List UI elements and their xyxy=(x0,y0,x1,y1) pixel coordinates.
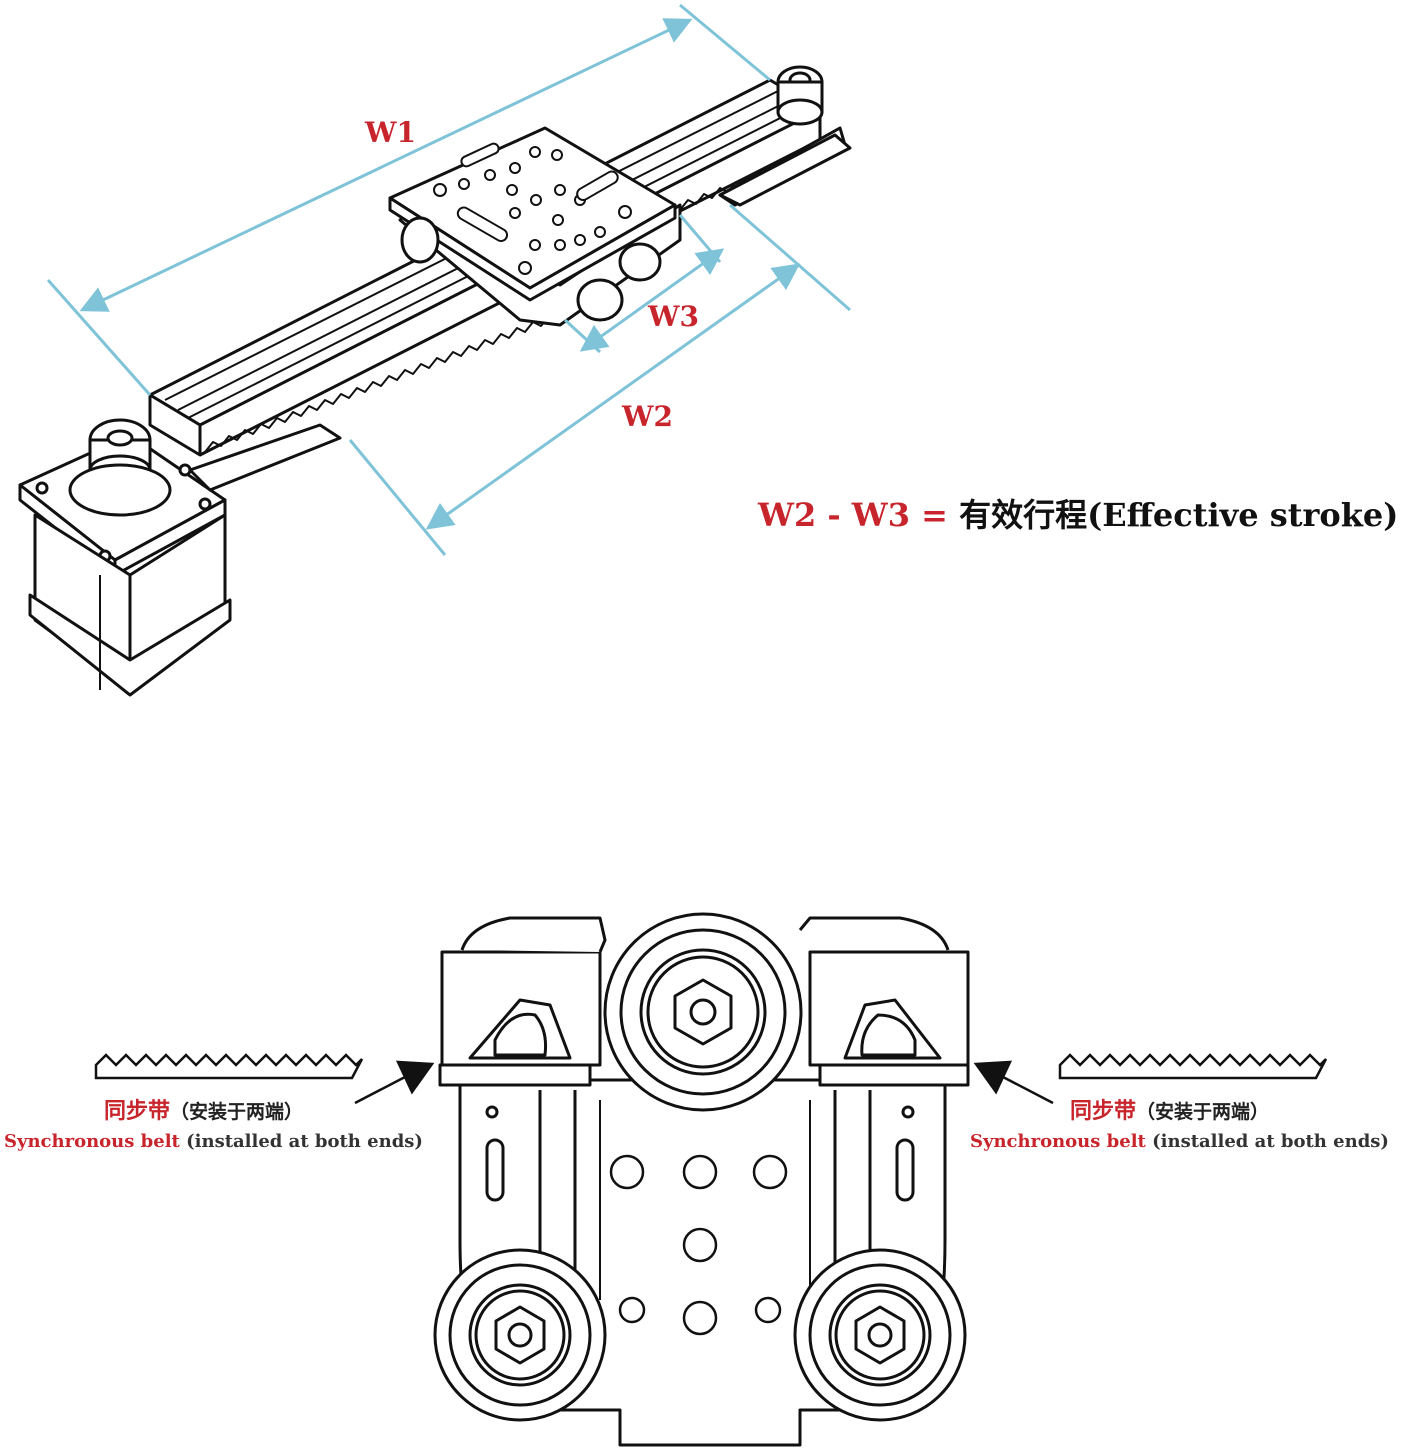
slide-rail-assembly xyxy=(18,65,852,697)
formula-minus: - xyxy=(816,496,852,534)
left-belt-en: Synchronous belt xyxy=(4,1131,180,1152)
formula-result-en: (Effective stroke) xyxy=(1087,496,1399,534)
w3-label: W3 xyxy=(647,300,699,333)
w1-dimension-arrow xyxy=(79,18,693,312)
carriage-wheel xyxy=(400,216,440,264)
w2-label: W2 xyxy=(621,400,673,433)
formula-equals: = xyxy=(909,496,960,534)
right-belt-zh-note: （安装于两端） xyxy=(1136,1101,1270,1123)
pointer-arrows xyxy=(354,1060,1054,1105)
left-slot xyxy=(485,1138,505,1202)
dimension-lines xyxy=(46,3,851,556)
formula-result-zh: 有效行程 xyxy=(959,496,1088,534)
right-arrow-head xyxy=(973,1060,1013,1095)
left-arrow-head xyxy=(395,1060,435,1095)
right-belt-zh: 同步带 xyxy=(1070,1098,1137,1124)
w3-dimension-arrow xyxy=(579,248,725,352)
bottom-left-wheel xyxy=(433,1248,607,1422)
right-belt-label: 同步带（安装于两端） Synchronous belt (installed a… xyxy=(970,1093,1389,1152)
effective-stroke-formula: W2 - W3 = 有效行程(Effective stroke) xyxy=(758,490,1398,536)
left-belt-label: 同步带（安装于两端） Synchronous belt (installed a… xyxy=(4,1093,423,1152)
mounting-holes xyxy=(609,1154,788,1336)
w1-label: W1 xyxy=(364,116,416,149)
w2-dimension-arrow xyxy=(425,263,801,530)
bottom-right-wheel xyxy=(793,1248,967,1422)
right-belt-en: Synchronous belt xyxy=(970,1131,1146,1152)
right-slot xyxy=(895,1138,915,1202)
left-belt-zh: 同步带 xyxy=(104,1098,171,1124)
formula-w2: W2 xyxy=(758,496,817,534)
left-belt-strip xyxy=(94,1053,364,1080)
right-belt-strip xyxy=(1058,1053,1328,1080)
left-belt-en-note: (installed at both ends) xyxy=(179,1131,423,1152)
left-belt-zh-note: （安装于两端） xyxy=(170,1101,304,1123)
carriage-front-view xyxy=(433,912,970,1447)
formula-w3: W3 xyxy=(851,496,910,534)
top-wheel xyxy=(603,912,803,1112)
right-belt-en-note: (installed at both ends) xyxy=(1145,1131,1389,1152)
